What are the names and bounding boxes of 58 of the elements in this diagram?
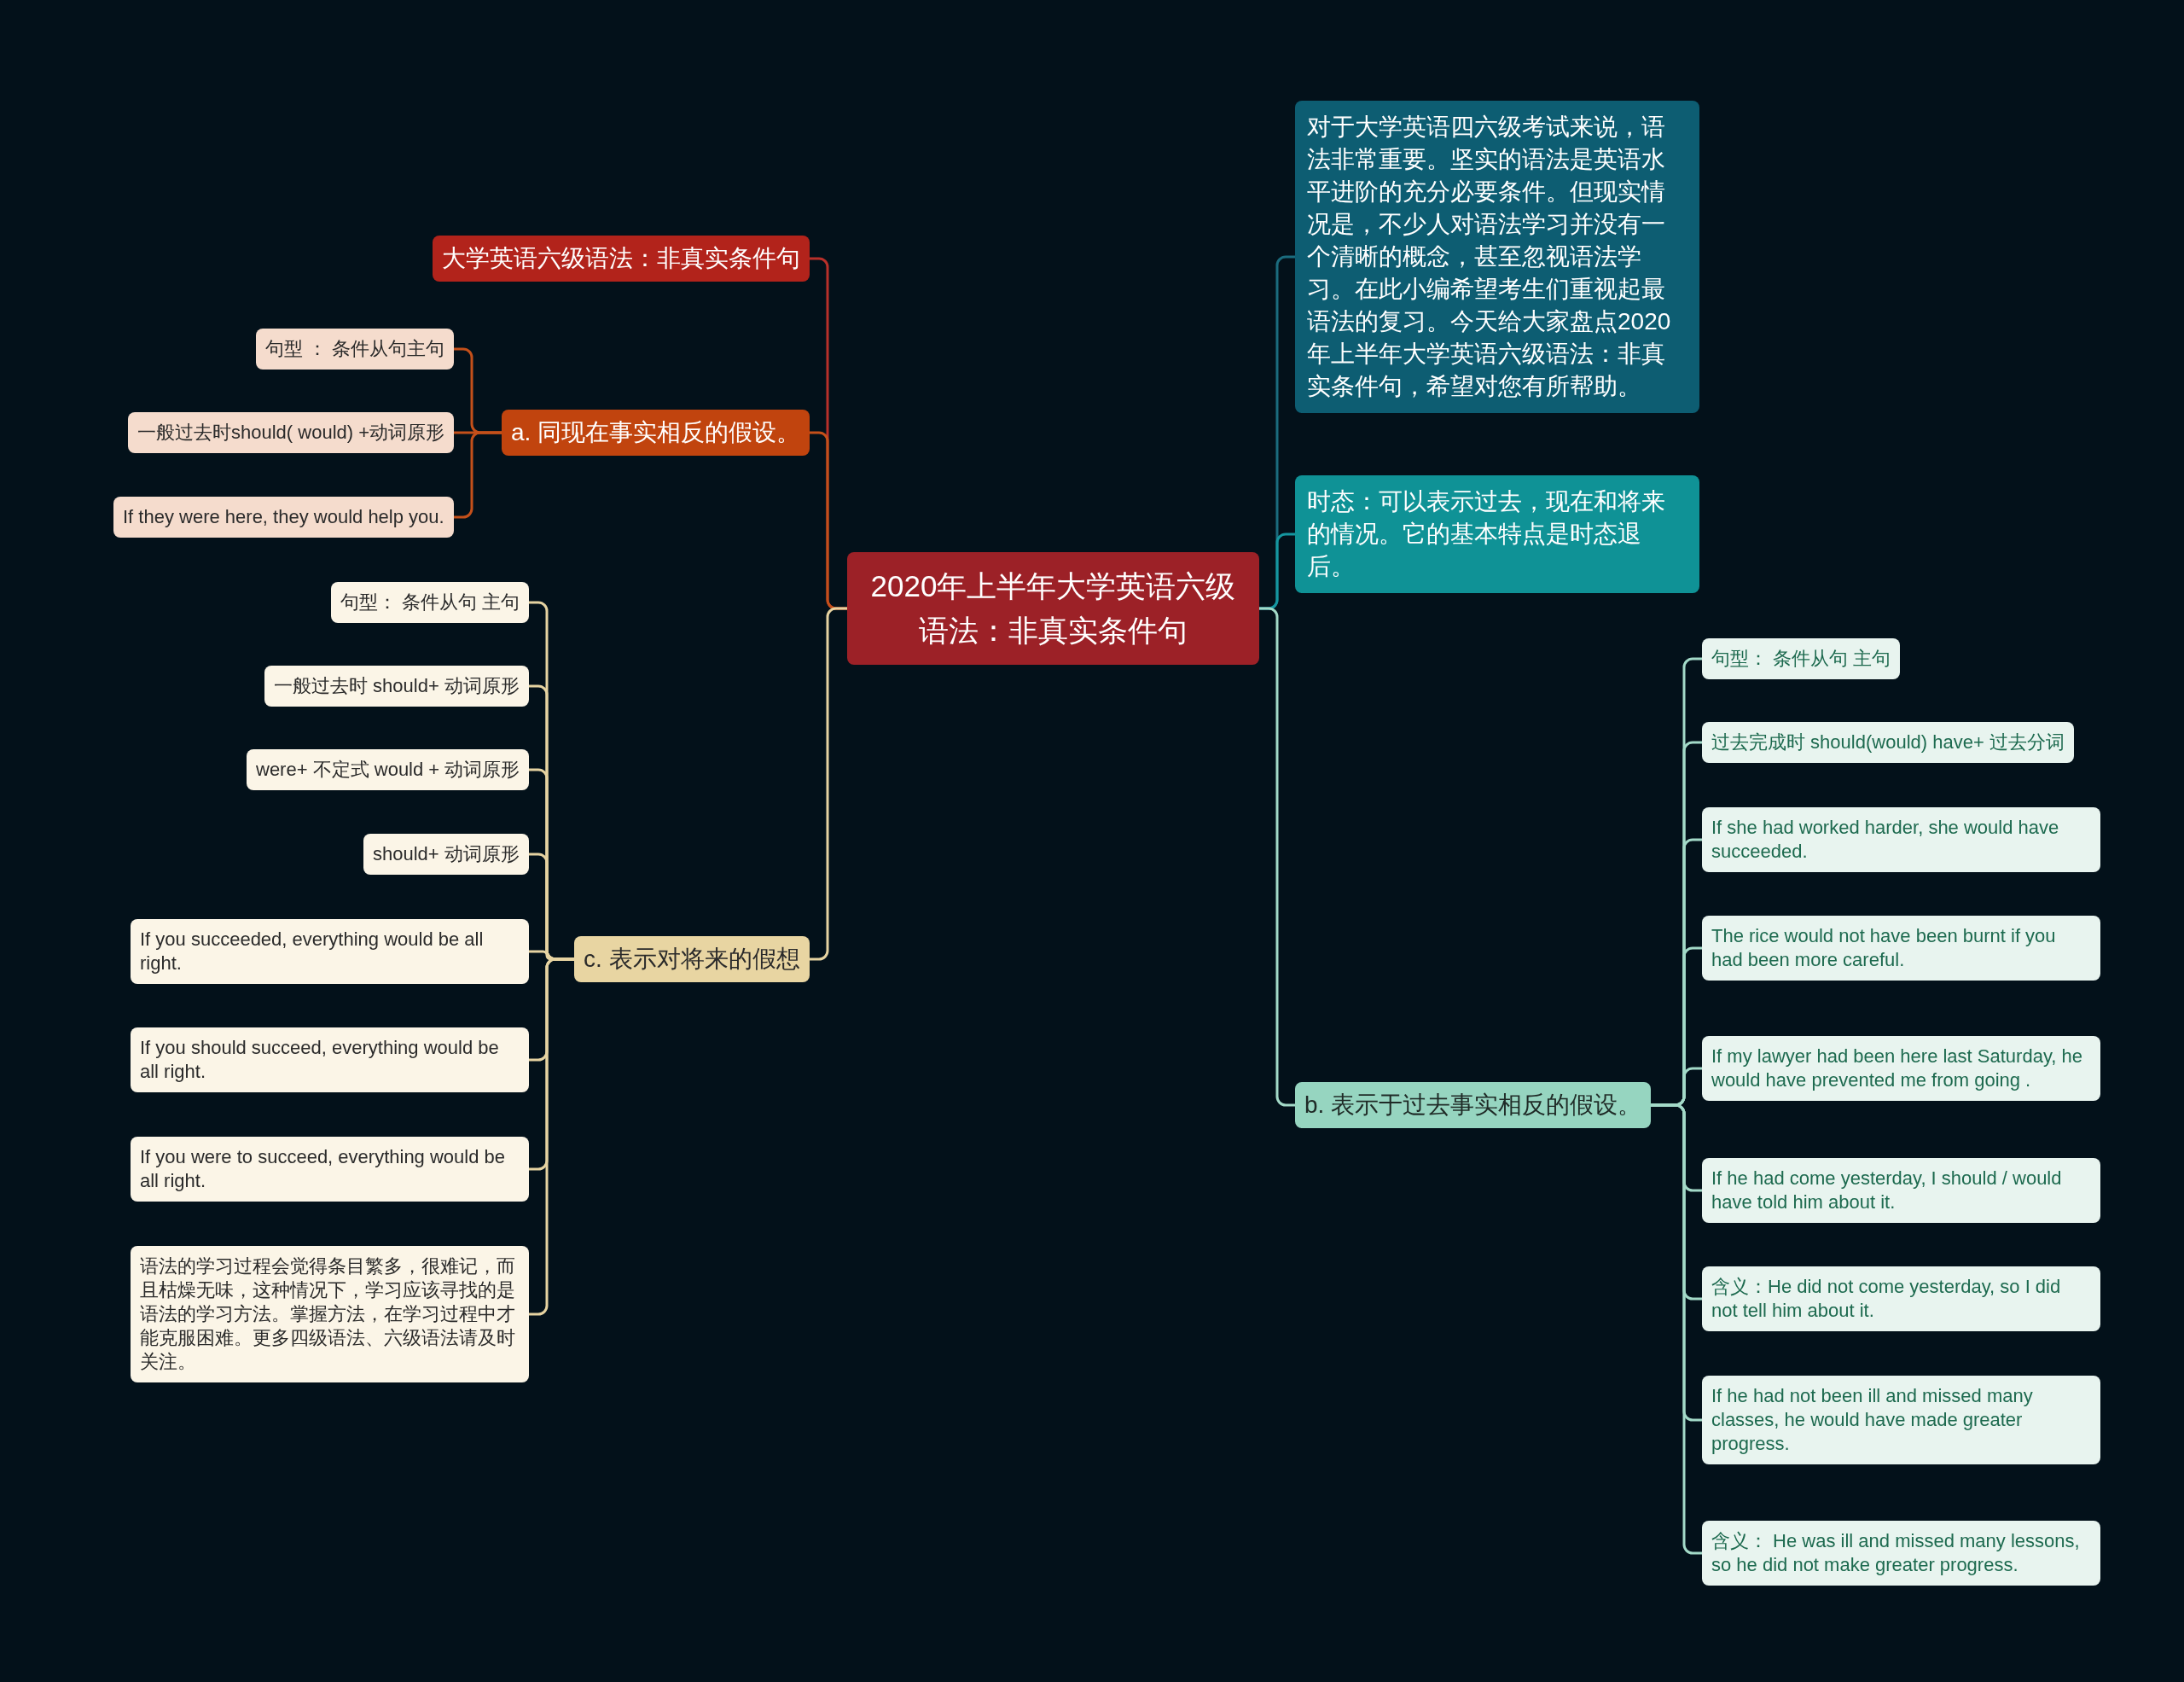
node-text: 句型： 条件从句 主句 [1711,647,1891,671]
subtopic-node [1702,1036,2100,1101]
topic-node [574,936,810,982]
subtopic-node [1702,638,1901,679]
node-text: If my lawyer had been here last Saturday, he would have prevented me from going . [1711,1045,2083,1092]
node-text: If you were to succeed, everything would be all right. [140,1145,507,1193]
node-text: 时态：可以表示过去，现在和将来的情况。它的基本特点是时态退后。 [1307,487,1666,581]
topic-node [433,236,810,282]
node-text: If she had worked harder, she would have succeeded. [1711,816,2060,864]
node-text: If he had come yesterday, I should / would have told him about it. [1711,1167,2063,1214]
connector [810,607,847,961]
connector [529,957,574,1316]
node-text: 句型： 条件从句 主句 [340,591,520,614]
node-text: If they were here, they would help you. [123,505,444,529]
subtopic-node [247,749,530,790]
subtopic-node [264,666,529,707]
topic-node [502,410,810,456]
subtopic-node [363,834,529,875]
node-text: a. 同现在事实相反的假设。 [511,418,801,447]
subtopic-node [1702,807,2100,872]
subtopic-node [1702,1266,2100,1331]
node-text: 一般过去时 should+ 动词原形 [274,674,520,698]
node-text: 含义： He was ill and missed many lessons, so he did not make greater progress. [1711,1529,2081,1577]
node-text: were+ 不定式 would + 动词原形 [256,758,520,782]
subtopic-node [131,1246,529,1382]
node-text: c. 表示对将来的假想 [584,945,800,974]
node-text: 2020年上半年大学英语六级语法：非真实条件句 [869,568,1237,649]
topic-node [1295,1082,1652,1128]
node-text: should+ 动词原形 [373,842,520,866]
note-node [1295,101,1699,413]
node-text: 含义：He did not come yesterday, so I did not tell him about it. [1711,1275,2062,1323]
subtopic-node [1702,1376,2100,1464]
connector [454,431,502,519]
subtopic-node [128,412,455,453]
subtopic-node [131,1027,529,1092]
connector [1259,607,1295,1107]
subtopic-node [131,1137,529,1202]
node-text: 过去完成时 should(would) have+ 过去分词 [1711,730,2065,754]
node-text: 大学英语六级语法：非真实条件句 [442,244,800,273]
node-text: 语法的学习过程会觉得条目繁多，很难记，而且枯燥无味，这种情况下，学习应该寻找的是语法的学习方法。掌握方法，在学习过程中才能克服困难。更多四级语法、六级语法请及时关注。 [140,1254,516,1374]
node-text: The rice would not have been burnt if you had been more careful. [1711,924,2057,972]
node-text: 对于大学英语四六级考试来说，语法非常重要。坚实的语法是英语水平进阶的充分必要条件。但现实情况是，不少人对语法学习并没有一个清晰的概念，甚至忽视语法学习。在此小编希望考生们重视起最语法的复习。今天给大家盘点2020年上半年大学英语六级语法：非真实条件句，希望对您有所帮助。 [1307,113,1672,401]
node-text: If you should succeed, everything would be all right. [140,1036,500,1084]
subtopic-node [1702,1521,2100,1586]
node-text: If you succeeded, everything would be all right. [140,928,485,975]
node-text: 句型 ： 条件从句主句 [265,337,445,361]
subtopic-node [1702,722,2074,763]
subtopic-node [1702,1158,2100,1223]
subtopic-node [331,582,530,623]
node-text: b. 表示于过去事实相反的假设。 [1304,1091,1642,1120]
node-text: If he had not been ill and missed many classes, he would have made greater progress. [1711,1384,2034,1456]
subtopic-node [1702,916,2100,981]
subtopic-node [256,329,455,370]
subtopic-node [113,497,454,538]
subtopic-node [131,919,529,984]
central-topic [847,552,1259,665]
node-text: 一般过去时should( would) +动词原形 [137,421,445,445]
note-node [1295,475,1699,593]
